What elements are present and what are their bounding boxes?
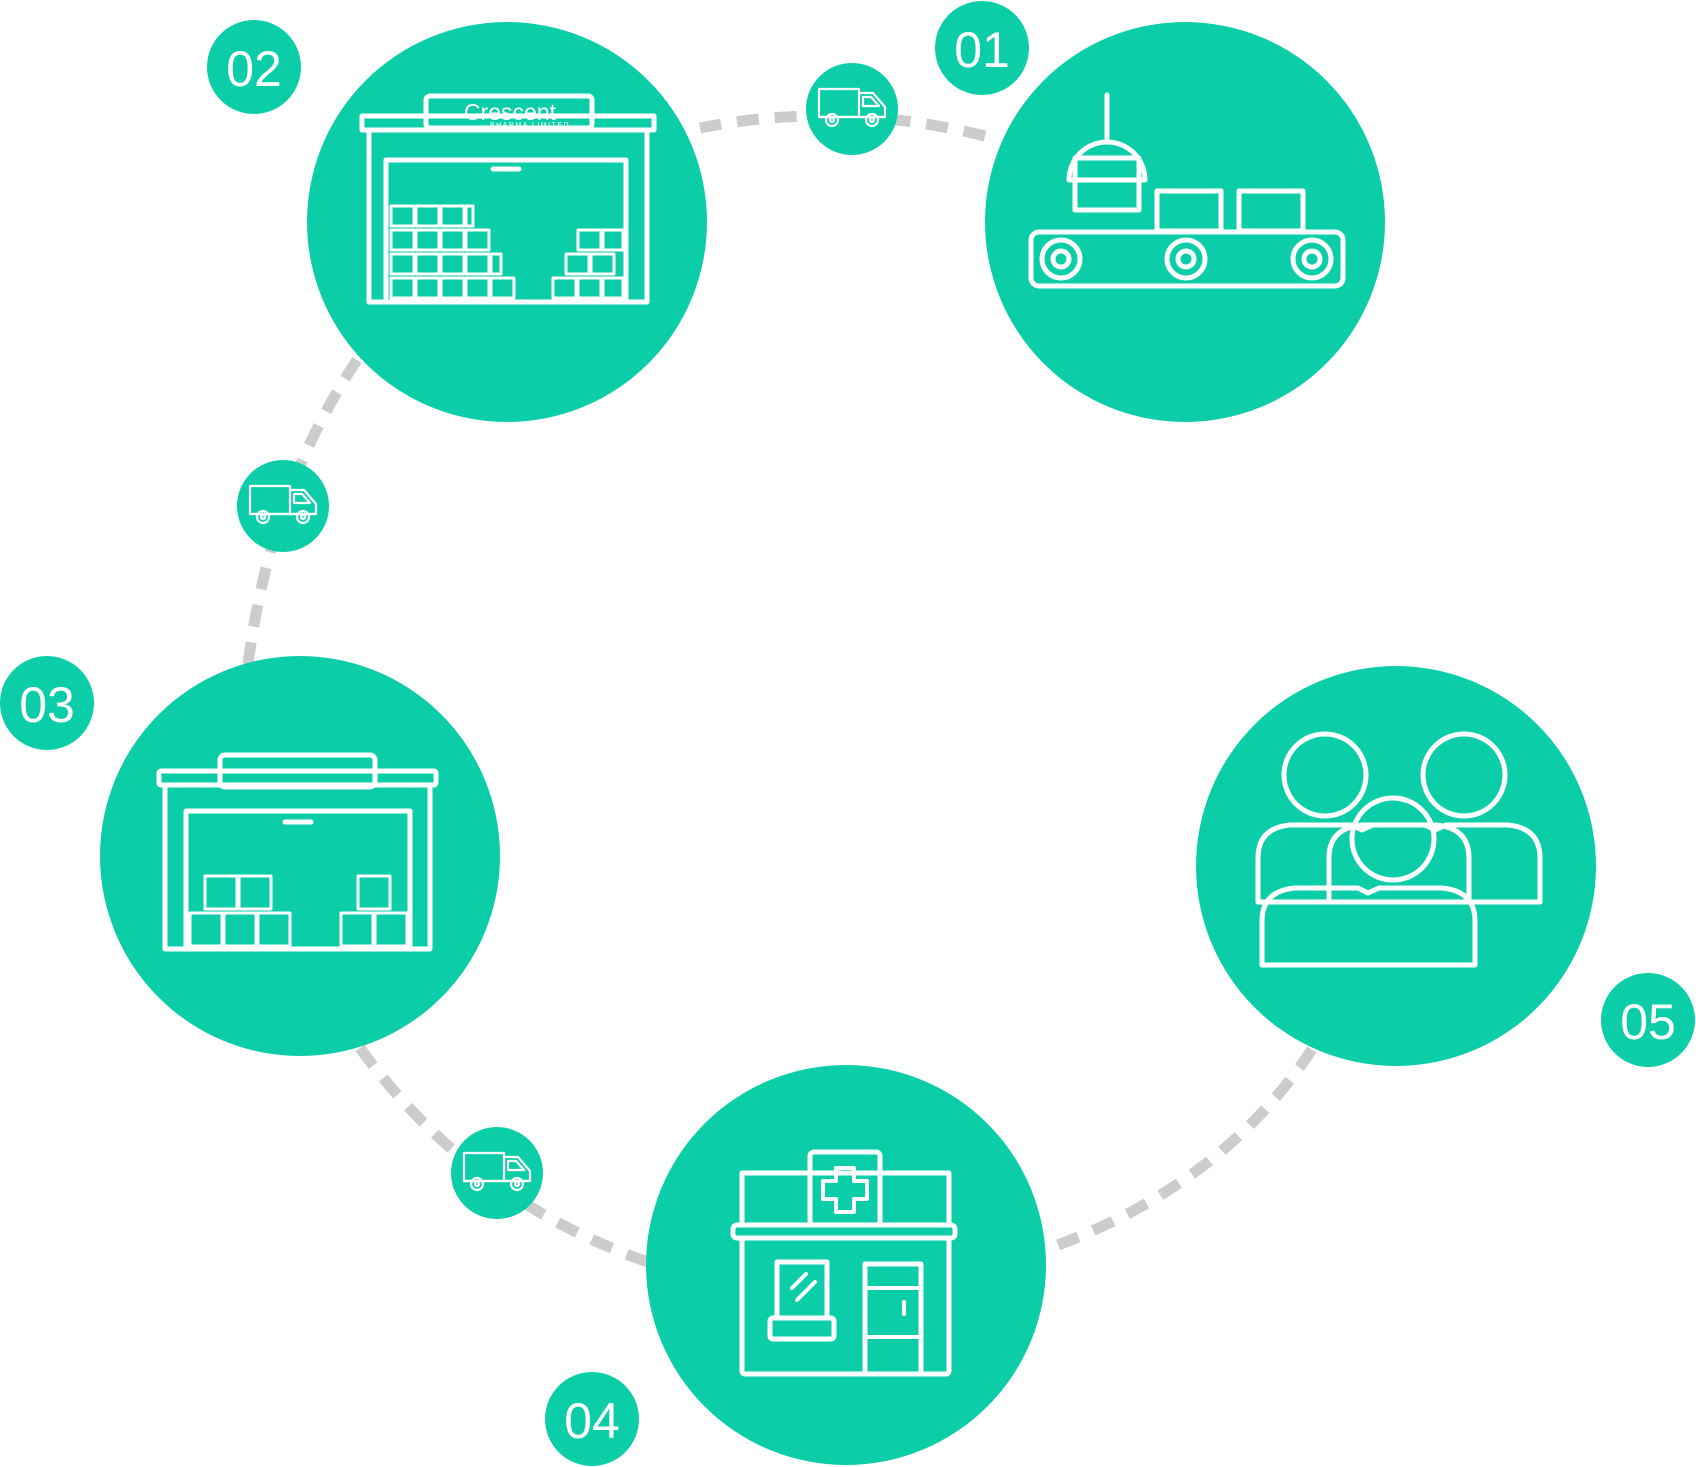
step-badge-02: 02 [207,20,301,114]
step-03-circle [100,656,500,1056]
truck-nodes [237,63,898,1219]
truck-node-02-03 [237,460,329,552]
step-badge-04: 04 [545,1372,639,1466]
step-number: 02 [226,41,282,97]
step-badge-03: 03 [0,656,94,750]
step-02-circle [307,22,707,422]
distributor-warehouse-icon [156,752,439,952]
step-number: 05 [1620,994,1676,1050]
company-warehouse-icon: Crescent PHARMA LIMITED [359,93,657,305]
step-number: 03 [19,677,75,733]
step-04-circle [646,1065,1046,1465]
step-badge-01: 01 [935,1,1029,95]
step-01-circle [985,22,1385,422]
stacked-boxes [389,204,625,300]
truck-node-01-02 [806,63,898,155]
company-logo-subtext: PHARMA LIMITED [490,122,570,129]
step-number: 04 [564,1393,620,1449]
step-badge-05: 05 [1601,973,1695,1067]
pharmacy-icon [730,1149,958,1377]
connector-01-02 [698,110,987,142]
stacked-boxes [188,874,409,948]
connector-03-04 [355,1044,650,1268]
connector-04-05 [1056,1037,1323,1251]
truck-node-03-04 [451,1127,543,1219]
people-group-icon [1255,731,1543,968]
step-circles [100,22,1596,1465]
factory-conveyor-icon [1028,92,1346,289]
company-logo-text: Crescent [464,99,557,125]
step-number: 01 [954,22,1010,78]
